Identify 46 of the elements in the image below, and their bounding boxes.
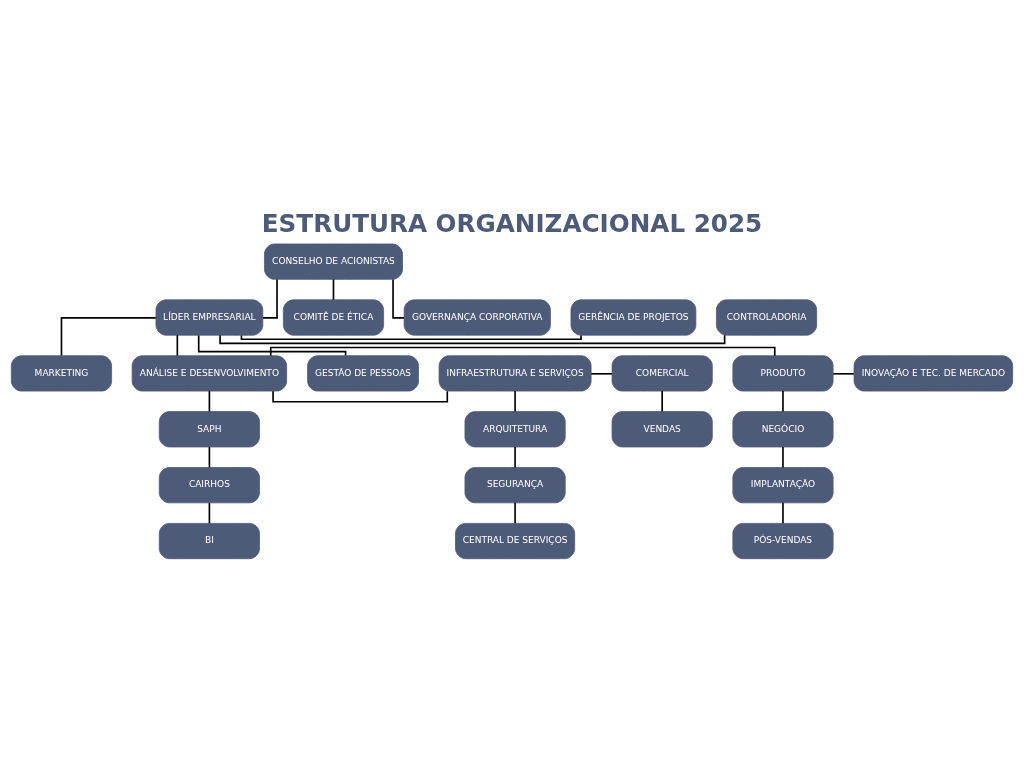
node-box: ARQUITETURA: [464, 410, 566, 447]
node-box: CONTROLADORIA: [716, 298, 818, 336]
node-box: NEGÓCIO: [732, 410, 834, 447]
node-box: MARKETING: [10, 354, 112, 391]
connector: [782, 389, 784, 412]
connector: [269, 346, 776, 357]
node-box: SAPH: [158, 410, 260, 447]
node-box: BI: [158, 522, 260, 559]
connector: [272, 389, 449, 403]
node-box: GESTÃO DE PESSOAS: [307, 354, 419, 391]
node-box: ANÁLISE E DESENVOLVIMENTO: [131, 354, 288, 391]
node-box: PRODUTO: [732, 354, 834, 391]
node-box: CONSELHO DE ACIONISTAS: [264, 243, 403, 280]
node-box: VENDAS: [611, 410, 713, 447]
node-box: COMITÊ DE ÉTICA: [282, 298, 384, 336]
connector: [208, 501, 211, 524]
node-box: PÓS-VENDAS: [732, 522, 834, 559]
node-box: CENTRAL DE SERVIÇOS: [455, 522, 576, 559]
connector: [782, 501, 784, 524]
node-box: INOVAÇÃO E TEC. DE MERCADO: [853, 354, 1014, 391]
connector: [514, 501, 516, 524]
connector: [60, 316, 157, 356]
connector: [661, 389, 663, 412]
connector: [208, 389, 211, 412]
connector: [197, 334, 347, 356]
node-box: COMERCIAL: [611, 354, 713, 391]
node-box: GERÊNCIA DE PROJETOS: [570, 298, 697, 336]
connector: [782, 445, 784, 468]
node-box: SEGURANÇA: [464, 466, 566, 503]
connector: [832, 372, 855, 375]
node-box: INFRAESTRUTURA E SERVIÇOS: [438, 354, 592, 391]
connector: [176, 333, 179, 356]
connector: [208, 445, 211, 468]
connector: [514, 445, 516, 468]
connector: [240, 334, 582, 340]
connector: [219, 333, 726, 344]
node-box: GOVERNANÇA CORPORATIVA: [403, 298, 551, 336]
connector: [262, 278, 278, 319]
connector: [392, 278, 405, 319]
node-box: LÍDER EMPRESARIAL: [155, 298, 264, 336]
node-box: CAIRHOS: [158, 466, 260, 503]
connector: [514, 389, 516, 412]
node-box: IMPLANTAÇÃO: [732, 466, 834, 503]
diagram-title: ESTRUTURA ORGANIZACIONAL 2025: [261, 208, 763, 238]
connector: [590, 372, 613, 375]
connector: [332, 278, 335, 301]
